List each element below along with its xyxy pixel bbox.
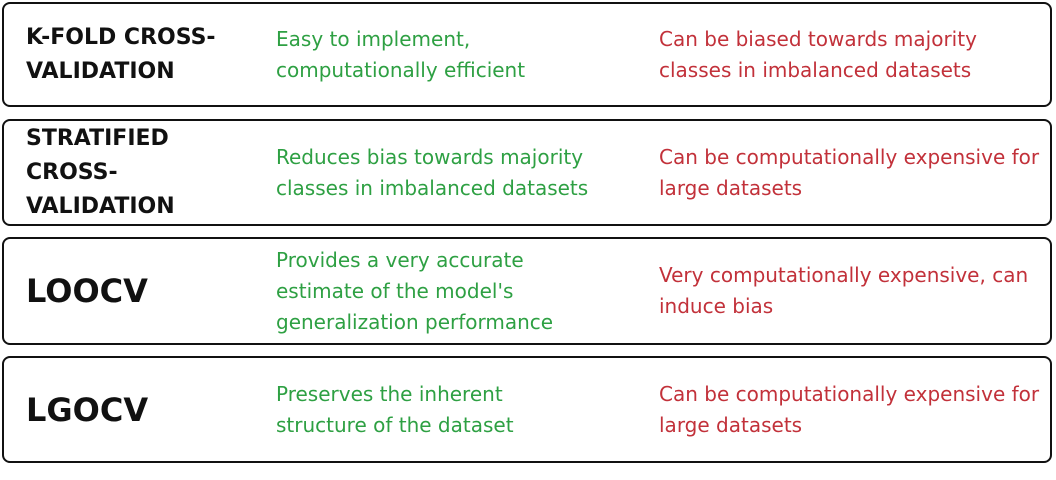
disadvantage-cell: Can be computationally expensive for lar… [659,121,1044,224]
disadvantage-cell: Can be biased towards majority classes i… [659,4,1044,105]
disadvantage-cell: Very computationally expensive, can indu… [659,239,1044,343]
method-name: LOOCV [26,239,256,343]
row-stratified: STRATIFIED CROSS-VALIDATION Reduces bias… [2,119,1052,226]
method-name: LGOCV [26,358,256,461]
method-name-text: LGOCV [26,390,149,429]
advantage-text: Preserves the inherent structure of the … [276,381,514,437]
advantage-cell: Easy to implement, computationally effic… [276,4,636,105]
disadvantage-text: Can be computationally expensive for lar… [659,381,1040,437]
advantage-cell: Provides a very accurate estimate of the… [276,239,606,343]
row-kfold: K-FOLD CROSS-VALIDATION Easy to implemen… [2,2,1052,107]
row-loocv: LOOCV Provides a very accurate estimate … [2,237,1052,345]
disadvantage-cell: Can be computationally expensive for lar… [659,358,1044,461]
method-name-text: STRATIFIED CROSS-VALIDATION [26,125,175,219]
advantage-text: Provides a very accurate estimate of the… [276,247,554,334]
advantage-cell: Reduces bias towards majority classes in… [276,121,636,224]
advantage-text: Easy to implement, computationally effic… [276,26,526,82]
disadvantage-text: Can be biased towards majority classes i… [659,26,977,82]
method-name-text: K-FOLD CROSS-VALIDATION [26,24,216,84]
method-name: STRATIFIED CROSS-VALIDATION [26,121,216,224]
method-name: K-FOLD CROSS-VALIDATION [26,4,256,105]
disadvantage-text: Can be computationally expensive for lar… [659,144,1040,200]
disadvantage-text: Very computationally expensive, can indu… [659,263,1029,318]
advantage-text: Reduces bias towards majority classes in… [276,144,589,200]
method-name-text: LOOCV [26,272,148,310]
advantage-cell: Preserves the inherent structure of the … [276,358,576,461]
row-lgocv: LGOCV Preserves the inherent structure o… [2,356,1052,463]
